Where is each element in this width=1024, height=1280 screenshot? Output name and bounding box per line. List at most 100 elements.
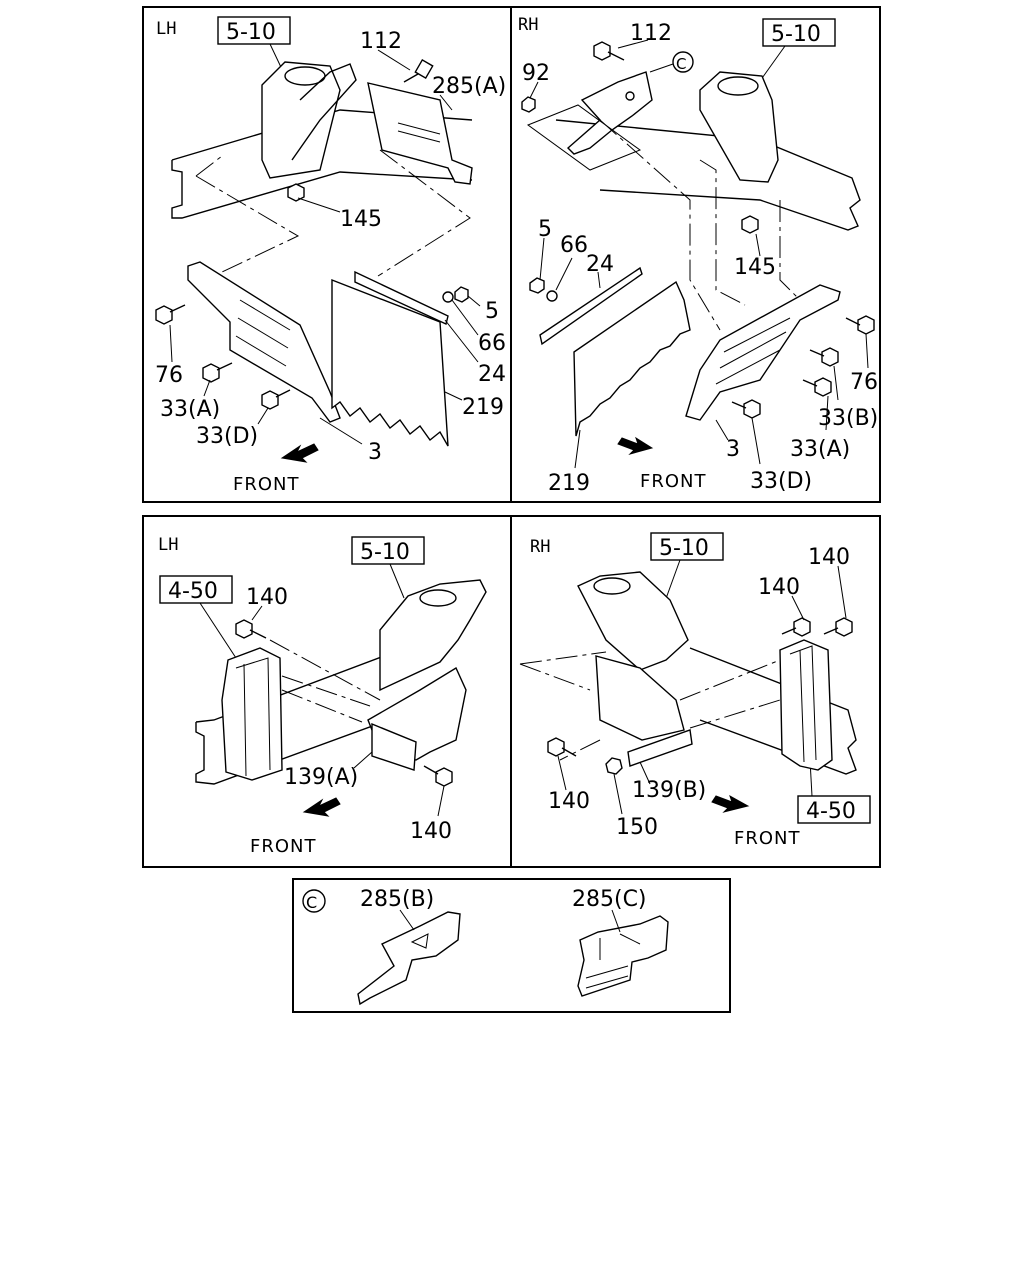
leader-lines	[251, 605, 445, 817]
shock-tower	[699, 71, 779, 183]
label-219: 219	[462, 395, 504, 420]
bolt-140-top	[235, 619, 267, 639]
label-139a: 139(A)	[284, 765, 358, 790]
side-label: RH	[530, 537, 550, 557]
ref-label-4-50: 4-50	[806, 799, 856, 824]
ref-box-4-50	[797, 795, 871, 824]
nut-150	[605, 757, 623, 775]
crossmember-4-50	[221, 647, 283, 781]
crossmember-inner	[789, 645, 817, 763]
label-33a: 33(A)	[790, 437, 850, 462]
panel-top-lh: LH 5-10	[155, 16, 506, 495]
bolt-112	[403, 58, 434, 83]
bracket-3	[685, 284, 841, 421]
label-140: 140	[548, 789, 590, 814]
label-140: 140	[246, 585, 288, 610]
label-140: 140	[410, 819, 452, 844]
label-92: 92	[522, 61, 550, 86]
label-5: 5	[485, 299, 499, 324]
label-24: 24	[478, 362, 506, 387]
bolt-76	[155, 304, 186, 325]
washer-66	[546, 290, 558, 302]
bracket-slot	[397, 122, 441, 135]
plate-outline	[526, 104, 642, 171]
ref-leader	[389, 563, 405, 599]
bracket-285a	[367, 82, 473, 185]
callout-circle	[672, 51, 694, 73]
panel-top-rh: RH 5-10 C	[518, 15, 878, 496]
frame-rail	[555, 119, 861, 231]
front-label: FRONT	[233, 474, 300, 495]
bracket-ribs	[235, 299, 291, 367]
label-145: 145	[340, 207, 382, 232]
label-3: 3	[368, 440, 382, 465]
part-285c-detail	[585, 933, 641, 989]
assembly-lines	[269, 639, 381, 723]
crossmember-inner	[235, 657, 271, 777]
ref-label: 5-10	[771, 22, 821, 47]
bracket-139b	[595, 655, 685, 741]
callout-leader	[649, 63, 674, 73]
front-arrow-icon	[280, 443, 319, 463]
assembly-lines	[195, 149, 471, 277]
label-66: 66	[478, 331, 506, 356]
front-label: FRONT	[734, 828, 801, 849]
leader-lines	[529, 39, 869, 469]
label-76: 76	[155, 363, 183, 388]
callout-letter: C	[676, 55, 686, 73]
washer-66	[442, 291, 454, 303]
ref-box-5-10	[650, 532, 724, 561]
part-285b	[357, 911, 461, 1006]
label-5: 5	[538, 217, 552, 242]
ref-box	[762, 18, 836, 47]
ref-label-5-10: 5-10	[360, 540, 410, 565]
bolt-140-bottom	[423, 765, 453, 787]
bolt-33a	[802, 377, 832, 397]
detail-frame	[292, 878, 731, 1013]
callout-letter: C	[306, 893, 317, 912]
ref-label-4-50: 4-50	[168, 579, 218, 604]
leader-lines	[557, 565, 847, 815]
label-3: 3	[726, 437, 740, 462]
tower-hole	[419, 589, 457, 607]
strip-24	[539, 266, 643, 346]
shock-tower	[261, 61, 341, 179]
bolt-140-a	[781, 617, 811, 637]
front-arrow-icon	[302, 797, 341, 817]
label-76: 76	[850, 370, 878, 395]
panel-bottom-lh: LH 5-10 4-50 140 139(A) 140	[158, 535, 487, 857]
bolt-33d	[731, 399, 761, 419]
ref-leader	[199, 602, 237, 659]
frame-rail	[689, 647, 857, 775]
tower-hole	[593, 577, 631, 595]
ref-label: 5-10	[226, 20, 276, 45]
bolt-76	[845, 315, 875, 335]
bolt-33d	[261, 389, 291, 410]
mudflap-219	[573, 280, 691, 437]
label-24: 24	[586, 252, 614, 277]
label-112: 112	[360, 29, 402, 54]
label-285b: 285(B)	[360, 887, 434, 912]
mudflap-219	[331, 278, 449, 447]
frame-rail	[195, 649, 461, 785]
label-285a: 285(A)	[432, 74, 506, 99]
front-label: FRONT	[640, 471, 707, 492]
callout-circle	[302, 889, 326, 913]
leader-lines	[169, 49, 481, 445]
bolt-33a	[202, 362, 233, 383]
bolt-140-c	[547, 737, 577, 757]
label-139b: 139(B)	[632, 778, 706, 803]
front-label: FRONT	[250, 836, 317, 857]
label-33a: 33(A)	[160, 397, 220, 422]
nut-145	[287, 183, 305, 202]
plate-139b	[627, 729, 693, 767]
tower-arm	[291, 63, 357, 161]
crossmember-4-50	[779, 639, 833, 771]
ref-box	[217, 16, 291, 45]
shock-tower	[379, 579, 487, 692]
part-285c	[577, 915, 669, 997]
front-arrow-icon	[617, 436, 654, 455]
ref-box-5-10	[351, 536, 425, 565]
leader-285b	[399, 909, 415, 931]
